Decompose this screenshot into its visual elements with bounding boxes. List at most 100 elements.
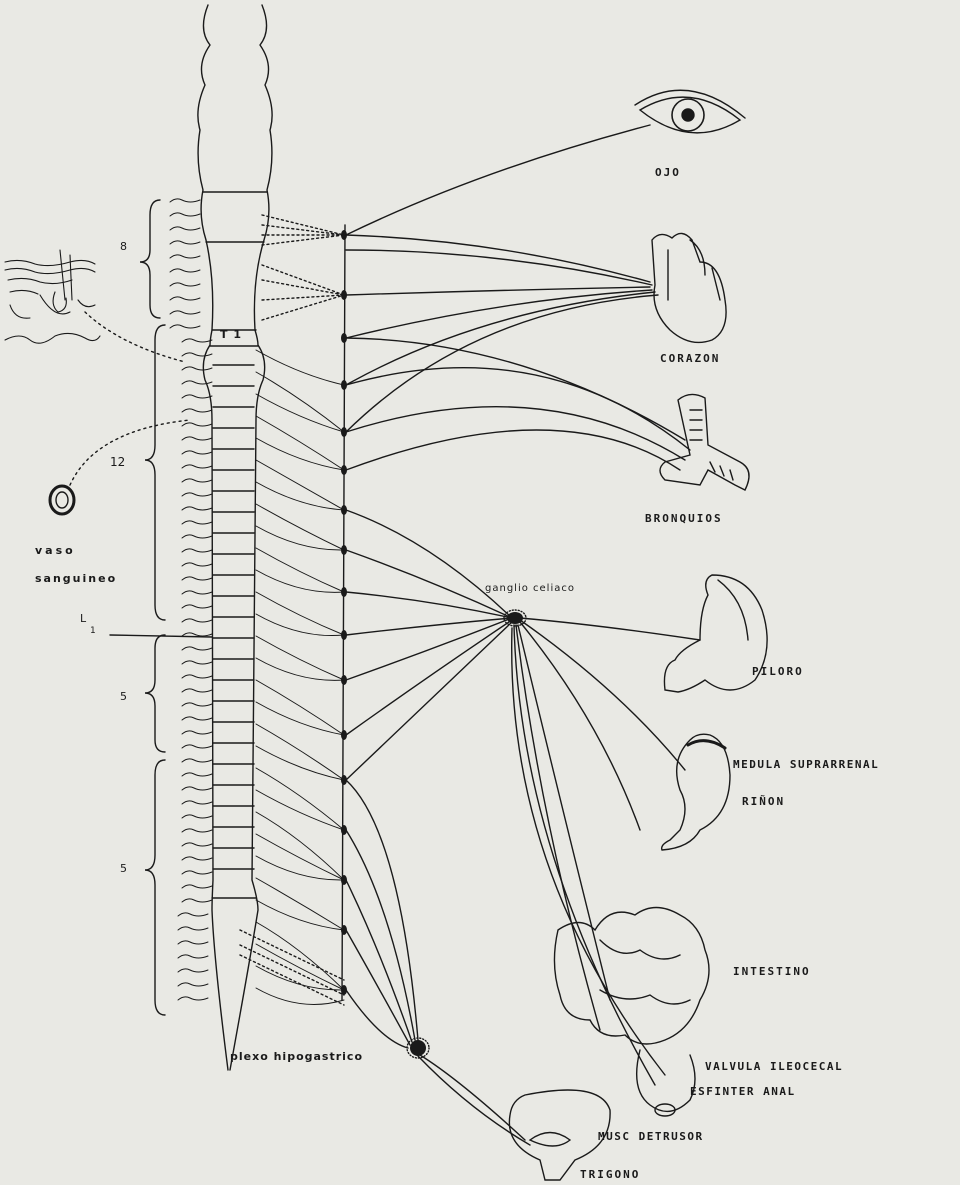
organ-label-bronquios: BRONQUIOS: [645, 512, 723, 525]
organ-label-corazon: CORAZON: [660, 352, 720, 365]
bronchi-icon: [660, 394, 749, 490]
vaso-label: vaso: [35, 544, 76, 557]
sanguineo-label: sanguineo: [35, 572, 117, 585]
dotted-connector: [262, 265, 344, 295]
fiber-to-bronchi: [346, 368, 690, 450]
organ-label-rinon: RIÑON: [742, 795, 785, 808]
kidney-adrenal-icon: [662, 734, 730, 850]
rootlet: [178, 913, 208, 916]
plexo-hipogastrico-mark: [407, 1038, 429, 1058]
preganglionic-fiber: [256, 988, 344, 1004]
fiber-to-hypogastric: [346, 930, 410, 1045]
rootlet: [178, 941, 208, 944]
preganglionic-fiber: [256, 438, 344, 470]
bladder-icon: [509, 1090, 610, 1180]
heart-icon: [652, 233, 726, 342]
rootlet: [182, 703, 212, 706]
lumbar-segment-count: 5: [120, 690, 127, 703]
organ-label-musc-detrusor: MUSC DETRUSOR: [598, 1130, 704, 1143]
dotted-connector: [262, 235, 344, 245]
rootlet: [182, 815, 212, 818]
fiber-to-celiac: [346, 618, 512, 680]
rootlet: [182, 899, 212, 902]
organ-label-valvula-ileocecal: VALVULA ILEOCECAL: [705, 1060, 843, 1073]
rootlet: [182, 465, 212, 468]
thoracic-first-label: T 1: [220, 328, 242, 341]
preganglionic-fiber: [256, 702, 344, 735]
rootlet: [170, 227, 200, 230]
rootlet: [182, 591, 212, 594]
dotted-connector: [240, 930, 344, 980]
rootlet: [170, 283, 200, 286]
preganglionic-fiber: [256, 416, 344, 470]
rootlet: [182, 423, 212, 426]
rootlet: [182, 745, 212, 748]
rootlet: [182, 773, 212, 776]
plexo-hipogastrico-label: plexo hipogastrico: [230, 1050, 363, 1063]
fiber-to-heart: [346, 250, 652, 285]
fiber-to-intestine: [516, 625, 600, 1030]
rootlet: [182, 605, 212, 608]
rootlet: [182, 339, 212, 342]
rootlet: [182, 801, 212, 804]
preganglionic-fiber: [256, 636, 344, 680]
preganglionic-fiber: [256, 570, 344, 592]
rootlet: [182, 647, 212, 650]
preganglionic-fiber: [256, 658, 344, 680]
rootlet: [182, 367, 212, 370]
fiber-to-pylorus: [520, 618, 700, 640]
rootlet: [182, 479, 212, 482]
thoracic-segment-count: 12: [110, 455, 125, 469]
sympathetic-chain: [341, 225, 347, 1000]
rootlet: [182, 619, 212, 622]
fiber-to-bronchi: [346, 407, 685, 460]
preganglionic-fiber: [256, 548, 344, 592]
rootlet: [178, 997, 208, 1000]
organ-label-piloro: PILORO: [752, 665, 804, 678]
skin-hair-follicle-icon: [5, 250, 100, 343]
rootlet: [178, 927, 208, 930]
rootlet: [182, 381, 212, 384]
fiber-to-heart: [346, 292, 655, 385]
dotted-connector: [262, 280, 344, 295]
rootlet: [182, 493, 212, 496]
organ-label-trigono: TRIGONO: [580, 1168, 640, 1181]
fiber-to-eye: [346, 125, 650, 235]
postganglionic-fibers: [346, 125, 700, 1145]
preganglionic-fiber: [256, 680, 344, 735]
dotted-connector: [240, 945, 344, 995]
dotted-connector: [262, 225, 344, 235]
rootlet: [182, 689, 212, 692]
rootlet: [182, 759, 212, 762]
rectum-anal-sphincter-icon: [637, 1050, 695, 1116]
preganglionic-fiber: [256, 746, 344, 780]
sacral-segment-count: 5: [120, 862, 127, 875]
rootlet: [178, 969, 208, 972]
ganglio-celiaco-label: ganglio celiaco: [485, 583, 575, 594]
eye-icon: [635, 90, 745, 133]
rootlet: [182, 353, 212, 356]
preganglionic-fiber: [256, 900, 344, 930]
rootlet: [182, 507, 212, 510]
organ-label-intestino: INTESTINO: [733, 965, 811, 978]
rootlet: [182, 829, 212, 832]
intestine-icon: [554, 908, 709, 1045]
rootlet: [170, 325, 200, 328]
preganglionic-fiber: [256, 614, 344, 636]
fiber-to-celiac: [346, 618, 512, 635]
fiber-to-hypogastric: [346, 880, 412, 1042]
rootlet: [182, 787, 212, 790]
rootlet: [182, 717, 212, 720]
rootlet: [182, 395, 212, 398]
dotted-connector: [262, 215, 344, 235]
rootlet: [182, 437, 212, 440]
rootlet: [182, 577, 212, 580]
nerve-rootlets: [170, 199, 212, 1000]
rootlet: [182, 451, 212, 454]
skin-to-cord-connector: [85, 312, 185, 362]
cervical-segment-count: 8: [120, 240, 127, 253]
preganglionic-fiber: [256, 482, 344, 510]
fiber-to-adrenal: [520, 620, 685, 770]
